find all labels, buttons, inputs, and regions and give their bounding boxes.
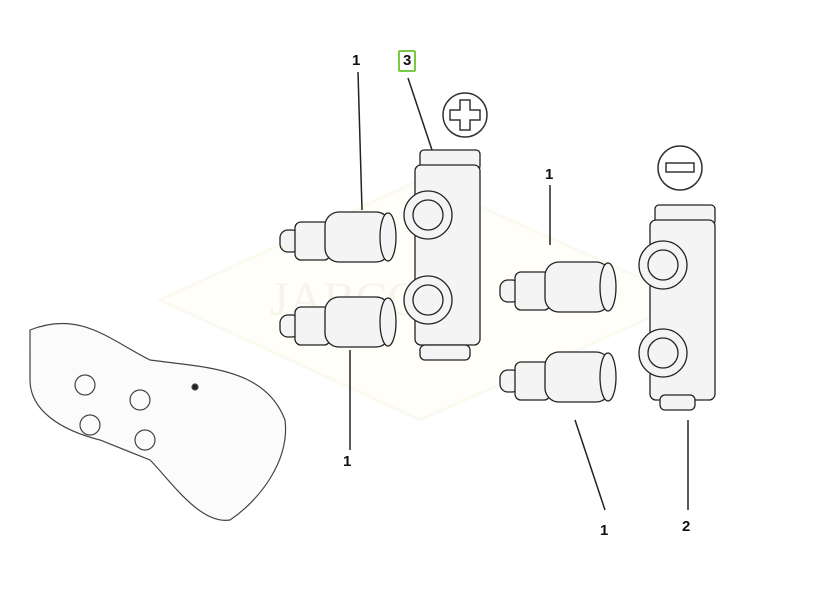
- coupler: [279, 211, 397, 263]
- bracket: [29, 322, 287, 521]
- callout-label[interactable]: 2: [682, 518, 691, 535]
- callout-label[interactable]: 1: [600, 522, 609, 539]
- couplers: [279, 211, 617, 403]
- coupler: [499, 351, 617, 403]
- callout-label[interactable]: 1: [343, 453, 352, 470]
- callout-label[interactable]: 1: [545, 166, 554, 183]
- leader-lines: [349, 71, 689, 511]
- valve-block-minus: [638, 204, 716, 411]
- valve-blocks: [403, 149, 716, 411]
- callout-label-highlighted[interactable]: 3: [398, 50, 417, 72]
- plus-icon: [442, 92, 488, 138]
- coupler: [279, 296, 397, 348]
- coupler: [499, 261, 617, 313]
- callout-label[interactable]: 1: [352, 52, 361, 69]
- minus-icon: [657, 145, 703, 191]
- valve-block-plus: [403, 149, 481, 361]
